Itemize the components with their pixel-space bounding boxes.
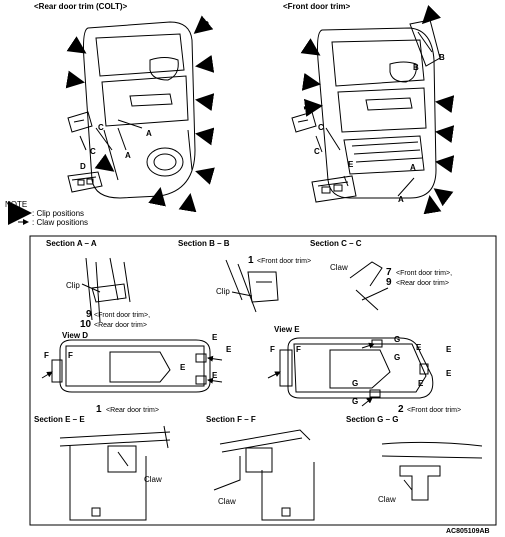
view-d-title: View D [62,331,89,340]
view-e-e-1: E [416,343,422,352]
section-a-a-art [81,257,131,323]
view-e-f-left: F [270,345,275,354]
view-d-e-3: E [180,363,186,372]
a-a-clip-label: Clip [66,281,80,290]
section-g-g-title: Section G – G [346,415,399,424]
view-e-e-4: E [418,379,424,388]
detail-frame [29,235,497,526]
rear-door-trim-heading: <Rear door trim (COLT)> [34,2,128,11]
a-a-front-trim: <Front door trim>, [94,312,151,319]
note-clip: : Clip positions [32,209,85,218]
front-door-trim-panel [317,27,437,199]
b-b-item-1: 1 [248,255,254,266]
label-c-rear-2: C [90,147,96,156]
note-title: NOTE [5,200,28,209]
view-e-g-2: G [394,353,401,362]
label-a-rear-2: A [125,151,131,160]
section-a-a-title: Section A – A [46,239,97,248]
label-a-front-2: A [398,195,404,204]
view-d-f-left: F [44,351,49,360]
label-c-front: C [318,123,324,132]
a-a-rear-trim: <Rear door trim> [94,322,147,329]
label-c-rear: C [98,123,104,132]
label-e: E [348,160,354,169]
view-d-e-1: E [212,333,218,342]
label-b-2: B [439,53,445,62]
c-c-rear-trim: <Rear door trim> [396,280,449,287]
section-b-b-art [225,259,279,313]
view-e-e-3: E [446,369,452,378]
c-c-item-9: 9 [386,277,392,288]
view-d-f-right: F [68,351,73,360]
section-c-c-title: Section C – C [310,239,362,248]
front-clip-arrows [300,5,455,215]
view-d-e-4: E [212,371,218,380]
section-e-e-title: Section E – E [34,415,85,424]
f-f-claw-label: Claw [218,497,236,506]
note-claw: : Claw positions [32,218,89,227]
section-e-e-art [59,425,171,521]
c-c-claw-label: Claw [330,263,348,272]
g-g-claw-label: Claw [378,495,396,504]
a-a-item-10: 10 [80,319,92,330]
front-clip-detail [291,111,317,133]
section-f-f-title: Section F – F [206,415,256,424]
label-a-rear: A [146,129,152,138]
rear-clip-detail [67,111,93,133]
view-e-e-2: E [446,345,452,354]
rear-clip-arrows [65,15,215,213]
view-e-art [279,337,434,399]
label-c-front-2: C [314,147,320,156]
section-g-g-art [381,441,483,501]
b-b-clip-label: Clip [216,287,230,296]
rear-door-trim-panel [83,21,196,199]
rear-power-window-switch [67,171,103,193]
view-e-g-1: G [394,335,401,344]
view-d-art [51,339,211,393]
view-d-item-1: 1 [96,404,102,415]
label-b-1: B [413,63,419,72]
section-c-c-art [349,261,389,311]
view-e-front-trim: <Front door trim> [407,407,462,414]
front-power-window-switch [311,175,357,203]
view-d-rear-trim: <Rear door trim> [106,407,159,414]
view-e-g-4: G [352,397,359,406]
front-door-trim-heading: <Front door trim> [283,2,351,11]
view-e-f-right: F [296,345,301,354]
label-a-front: A [410,163,416,172]
view-d-e-2: E [226,345,232,354]
figure-code: AC805109AB [446,528,490,535]
e-e-claw-label: Claw [144,475,162,484]
label-d: D [80,162,86,171]
section-b-b-title: Section B – B [178,239,230,248]
view-e-title: View E [274,325,300,334]
c-c-item-7: 7 [386,267,392,278]
front-door-corner-trim [409,19,441,67]
view-e-item-2: 2 [398,404,404,415]
a-a-item-9: 9 [86,309,92,320]
view-e-g-3: G [352,379,359,388]
c-c-front-trim: <Front door trim>, [396,270,453,277]
section-f-f-art [213,429,315,521]
b-b-front-trim: <Front door trim> [257,258,312,265]
